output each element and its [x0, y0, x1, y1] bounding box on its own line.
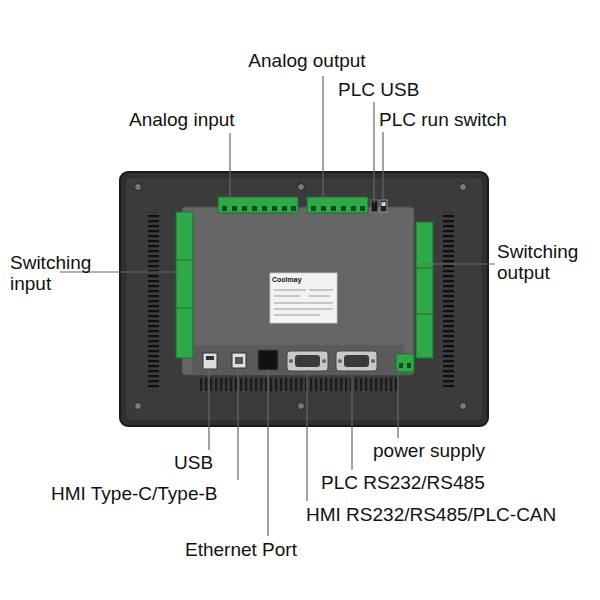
switching-output-terminal — [416, 222, 433, 358]
callout-label: Switching input — [10, 252, 105, 294]
callout-label: Ethernet Port — [185, 539, 335, 560]
switching-input-terminal — [176, 212, 193, 358]
brand-label: Coolmay — [272, 275, 312, 284]
leader-lines — [60, 76, 495, 536]
sticker-lines — [274, 290, 333, 315]
type-b-port — [232, 353, 246, 368]
callout-label: power supply — [373, 440, 513, 461]
screws — [135, 184, 467, 410]
sticker — [270, 273, 337, 323]
type-b-port-slot — [235, 357, 243, 364]
housing-face — [126, 178, 482, 420]
usb-port — [203, 353, 217, 369]
callout-label: USB — [174, 452, 234, 473]
callout-label: HMI Type-C/Type-B — [51, 483, 261, 504]
callout-label: Analog input — [129, 109, 259, 130]
port-strip — [192, 345, 404, 375]
vent — [148, 212, 159, 390]
analog-output-terminal — [307, 197, 368, 213]
callout-label: HMI RS232/RS485/PLC-CAN — [306, 504, 591, 525]
vent — [200, 378, 400, 391]
back-plate — [182, 207, 414, 375]
housing — [120, 172, 488, 426]
callout-label: PLC run switch — [379, 109, 539, 130]
callout-label: Analog output — [232, 50, 382, 71]
ethernet-port — [258, 350, 278, 370]
callout-label: PLC USB — [338, 79, 438, 100]
callout-label: Switching output — [497, 241, 595, 283]
usb-port-slot — [206, 356, 214, 360]
db9-port — [336, 351, 377, 371]
power-terminal — [396, 354, 414, 372]
callout-label: PLC RS232/RS485 — [321, 472, 521, 493]
db9-port — [287, 351, 328, 371]
vent — [443, 212, 454, 390]
